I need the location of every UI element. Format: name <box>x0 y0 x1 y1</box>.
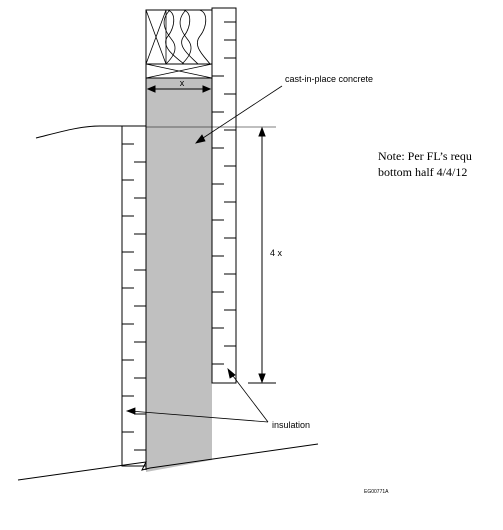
exterior-insulation-board <box>121 125 147 467</box>
depth-dimension <box>248 126 276 384</box>
figure-id: EG00771A <box>364 489 389 495</box>
batt-insulation <box>163 9 211 65</box>
exterior-insulation-outline <box>121 125 147 467</box>
interior-insulation-outline <box>211 7 237 384</box>
sill-cross-2 <box>145 63 213 79</box>
concrete-callout-leader <box>195 85 283 144</box>
insulation-label: insulation <box>272 420 310 430</box>
frame-wall-box <box>145 9 213 79</box>
insulation-callout-leaders <box>125 367 269 423</box>
stud-cross-2 <box>145 9 167 65</box>
frame-wall <box>145 9 213 79</box>
width-label: x <box>180 78 185 88</box>
width-dimension <box>146 85 212 93</box>
note-line-2: bottom half 4/4/12 <box>378 165 467 179</box>
exterior-insulation-ticks <box>122 143 146 451</box>
stud-box <box>145 9 167 65</box>
concrete-label: cast-in-place concrete <box>285 74 373 84</box>
interior-insulation-ticks <box>212 21 236 365</box>
break-line <box>17 443 319 481</box>
concrete-bottom-edge <box>146 460 212 472</box>
note-line-1: Note: Per FL’s requ <box>378 149 472 163</box>
depth-label: 4 x <box>270 248 283 258</box>
interior-insulation-board <box>211 7 237 384</box>
grade-line <box>35 125 122 139</box>
